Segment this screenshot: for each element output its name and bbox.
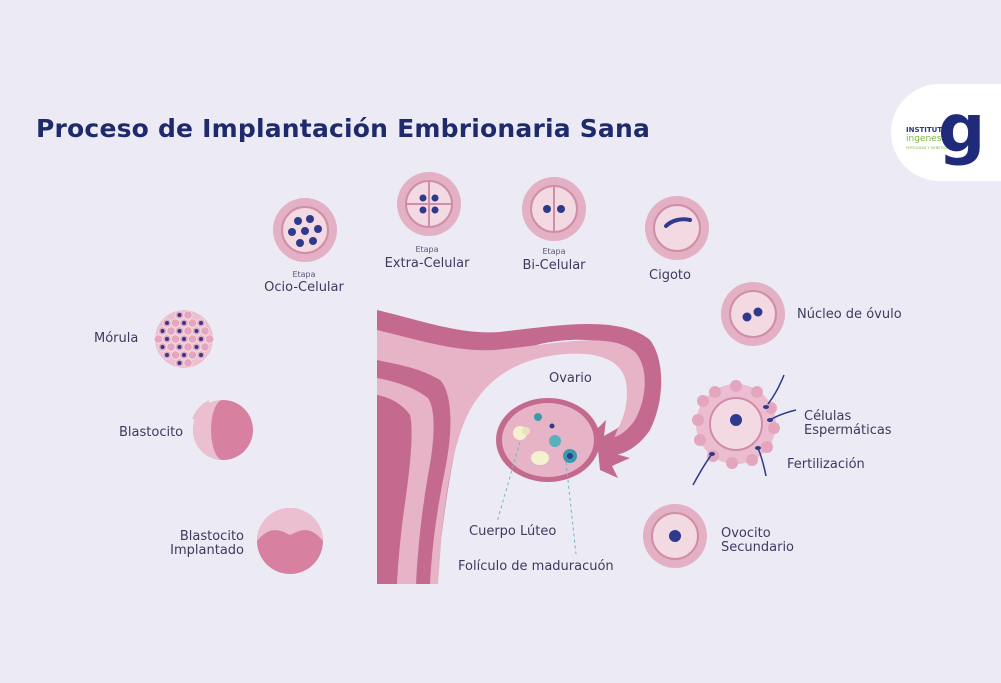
cell-fertilizacion [692,374,797,486]
label-foliculo: Folículo de maduracuón [458,559,614,574]
label-blastocito-impl-1: Blastocito [179,529,244,544]
label-fertilizacion: Fertilización [787,457,865,472]
cell-extra-celular [397,172,461,236]
label-celulas: Células [804,409,852,424]
logo-text-instituto: INSTITUTO [906,126,949,134]
label-secundario: Secundario [721,540,795,555]
leader-line-cuerpo-luteo [496,441,521,523]
logo-letter: g [938,90,986,167]
label-nucleo-ovulo: Núcleo de óvulo [797,307,902,322]
label-cigoto: Cigoto [649,268,691,283]
logo-text-tagline: FERTILIDAD Y GENÉTICA [906,146,949,150]
label-etapa-bi: Etapa [542,247,566,256]
label-morula: Mórula [94,331,139,346]
label-ocio-celular: Ocio-Celular [264,280,344,295]
cell-blastocito-implantado [257,508,323,574]
uterus-illustration [377,310,662,584]
logo-badge [891,84,1001,181]
label-blastocito-impl-2: Implantado [170,543,244,558]
cell-blastocito [192,400,253,460]
cell-nucleo-ovulo [721,282,785,346]
logo-text-ingenes: ingenes [906,134,942,144]
label-bi-celular: Bi-Celular [522,258,586,273]
label-etapa-extra: Etapa [415,245,439,254]
label-blastocito: Blastocito [119,425,184,440]
ovary-illustration [496,398,630,482]
page-title: Proceso de Implantación Embrionaria Sana [36,114,651,143]
label-ovocito: Ovocito [721,526,771,541]
cell-bi-celular [522,177,586,241]
label-cuerpo-luteo: Cuerpo Lúteo [469,524,557,539]
cell-cigoto [645,196,709,260]
cell-morula [153,310,215,368]
label-ovario: Ovario [549,371,592,386]
label-espermaticas: Espermáticas [804,423,892,438]
cell-ocio-celular [273,198,337,262]
cell-ovocito-secundario [643,504,707,568]
label-etapa-ocio: Etapa [292,270,316,279]
label-extra-celular: Extra-Celular [384,256,470,271]
